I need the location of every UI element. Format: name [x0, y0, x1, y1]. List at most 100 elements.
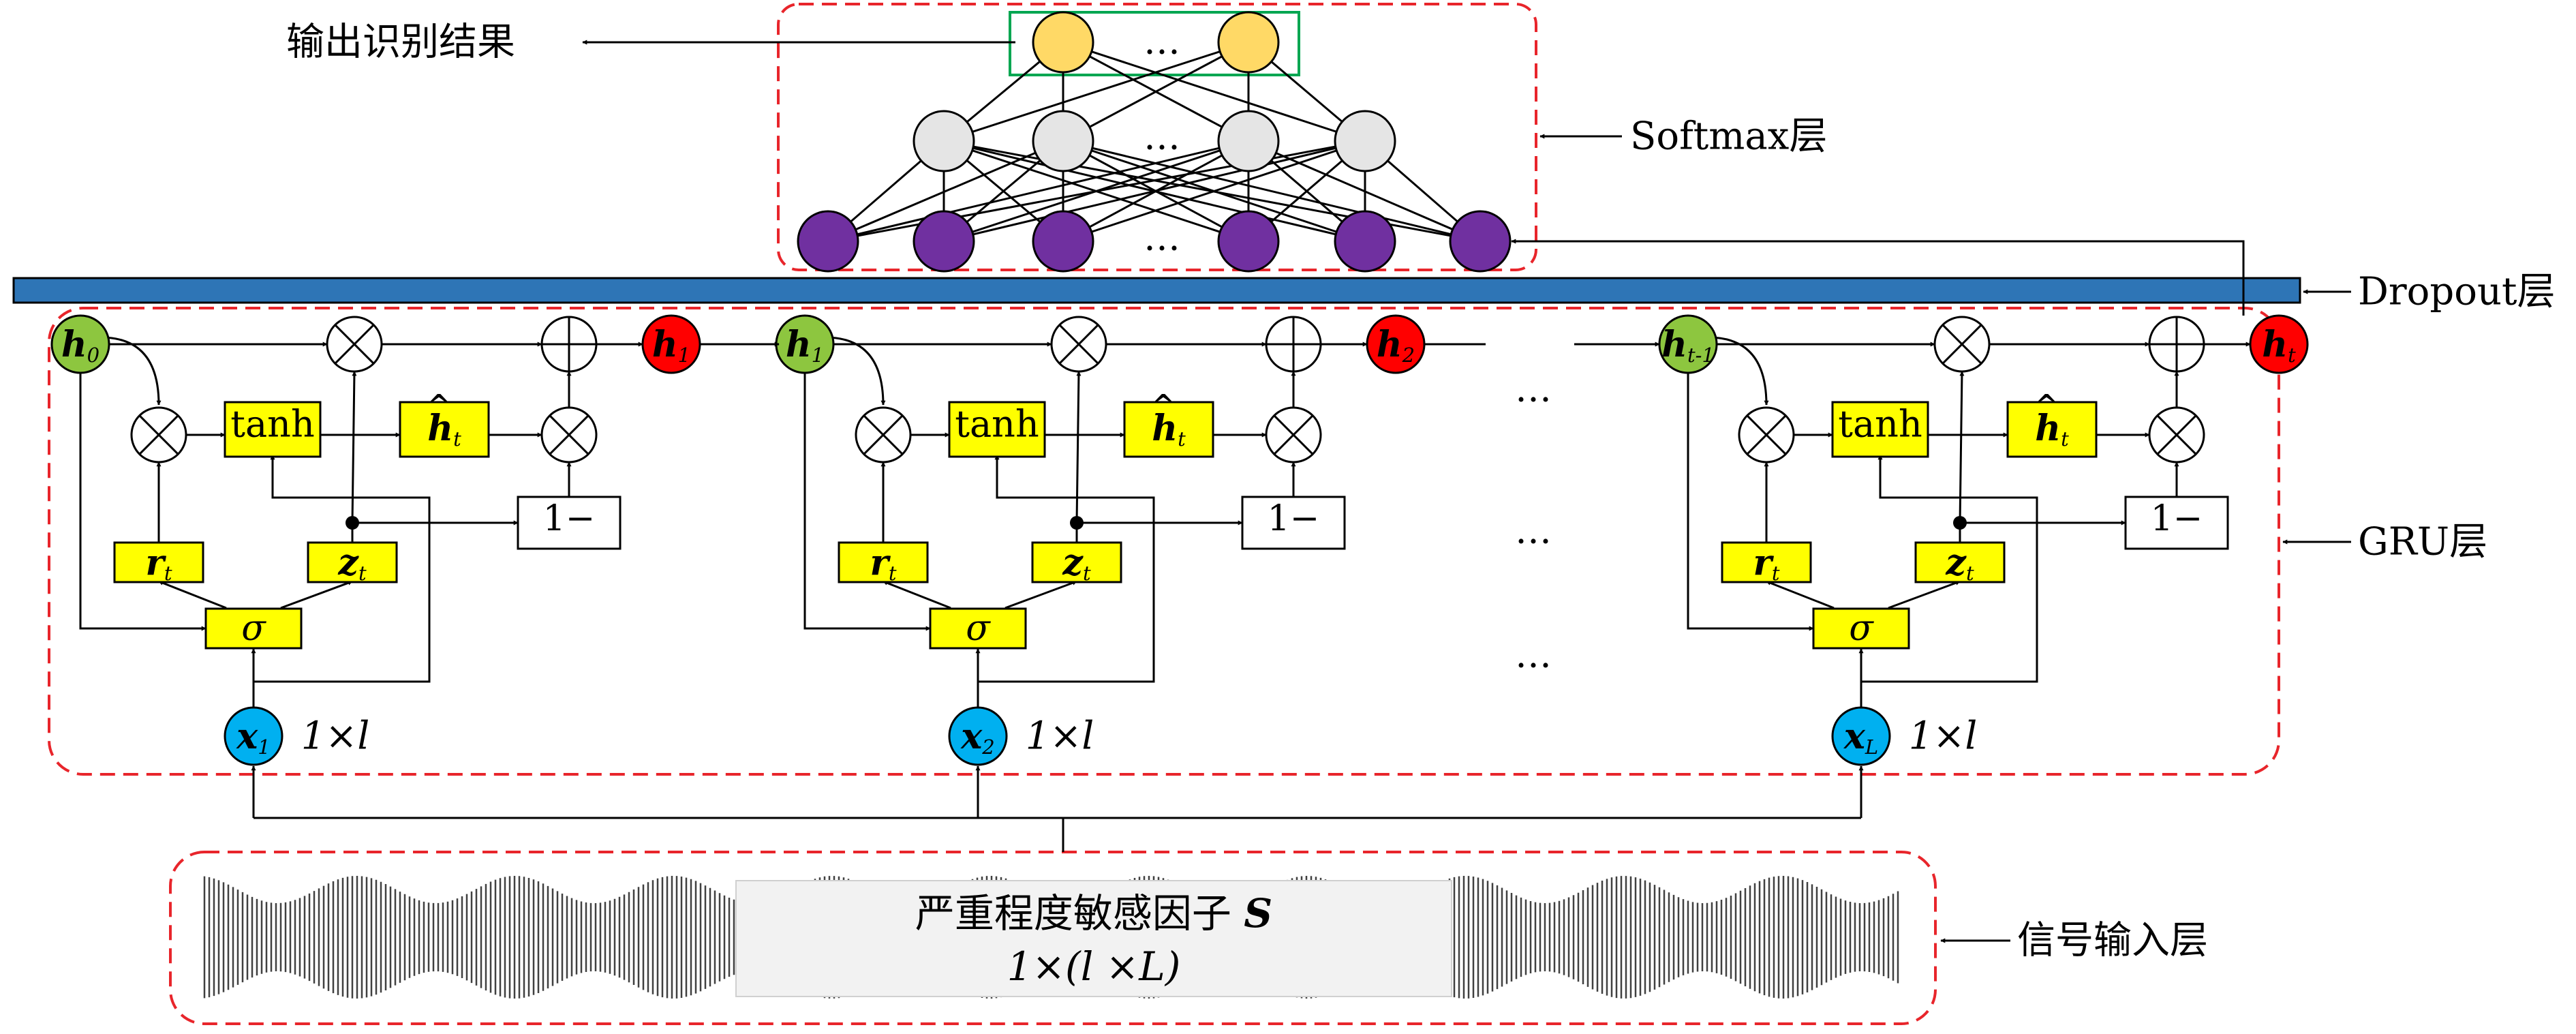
circled-times-icon	[1933, 316, 1991, 373]
ht-to-softmax-path	[1511, 239, 2245, 316]
network-edge	[1062, 41, 1249, 142]
tanh-gate	[948, 401, 1046, 458]
circled-times-icon	[2148, 406, 2205, 463]
update-gate	[1031, 541, 1122, 583]
sigma-gate	[1812, 607, 1910, 650]
input-node	[1449, 210, 1512, 273]
hidden-state-in-label: h0	[61, 324, 99, 367]
hidden-state-out-label: ht	[2262, 324, 2296, 367]
circled-times-icon	[326, 316, 383, 373]
sigma-input-path	[1687, 373, 1814, 631]
ellipsis-label: …	[1144, 216, 1180, 259]
circled-times-icon	[1738, 406, 1795, 463]
sigma-to-z	[1005, 580, 1077, 609]
x-to-tanh-path	[1861, 455, 2038, 683]
gru-layer-box	[48, 307, 2280, 776]
output-result-label: 输出识别结果	[286, 20, 515, 65]
sigma-to-r	[883, 580, 951, 609]
times-stroke	[549, 414, 589, 455]
input-node	[1334, 210, 1396, 273]
network-edge	[827, 140, 1249, 243]
hidden-node	[1217, 110, 1280, 172]
network-edge	[1062, 41, 1366, 142]
sigma-label: σ	[1849, 608, 1874, 649]
circled-times-icon	[1265, 406, 1322, 463]
signal-layer-box	[169, 851, 1937, 1025]
input-x-node	[1831, 706, 1891, 766]
signal-label-box	[735, 880, 1452, 997]
hhat-gate	[399, 401, 490, 458]
circled-times-icon	[855, 406, 912, 463]
circled-times-icon	[130, 406, 187, 463]
one-minus-box	[517, 496, 622, 550]
sigma-to-z	[1888, 580, 1961, 609]
x-to-tanh-path	[254, 455, 431, 683]
sigma-label: σ	[966, 608, 991, 649]
sigma-to-z	[280, 580, 353, 609]
hidden-state-in-label: h1	[786, 324, 824, 367]
times-stroke	[863, 414, 904, 455]
sigma-input-path	[803, 373, 931, 631]
tanh-label: tanh	[1838, 403, 1922, 446]
ellipsis-label: …	[1515, 633, 1552, 676]
hidden-state-in-node	[50, 314, 110, 374]
circled-plus-icon	[2148, 316, 2205, 373]
network-edge	[943, 140, 1481, 243]
one-minus-label: 1−	[2151, 498, 2203, 539]
sigma-to-r	[1766, 580, 1835, 609]
input-node	[1032, 210, 1094, 273]
input-dim-label: 1×l	[1026, 714, 1094, 759]
hhat-label: ht	[1152, 408, 1186, 451]
times-stroke	[1058, 324, 1099, 365]
sigma-gate	[204, 607, 303, 650]
tanh-label: tanh	[955, 403, 1039, 446]
hidden-state-out-node	[2249, 314, 2309, 374]
one-minus-label: 1−	[543, 498, 596, 539]
times-stroke	[1273, 414, 1314, 455]
reset-gate-label: rt	[870, 542, 896, 586]
signal-input: 严重程度敏感因子 S1×(l ×L)	[203, 765, 1899, 999]
hidden-node	[913, 110, 975, 172]
one-minus-box	[2124, 496, 2229, 550]
input-x-label: xL	[1843, 716, 1878, 759]
tanh-gate	[224, 401, 322, 458]
sigma-gate	[929, 607, 1027, 650]
circled-times-icon	[1050, 316, 1107, 373]
network-edge	[943, 41, 1249, 142]
sigma-input-path	[79, 373, 206, 631]
softmax-layer-label: Softmax层	[1630, 115, 1827, 159]
update-gate-label: zt	[1062, 542, 1091, 586]
hhat-gate	[1123, 401, 1214, 458]
hidden-state-in-label: ht-1	[1661, 324, 1715, 367]
one-minus-box	[1241, 496, 1346, 550]
ellipsis-label: …	[1144, 115, 1180, 158]
reset-input-path	[100, 336, 162, 406]
hidden-state-out-label: h1	[652, 324, 690, 367]
update-gate-label: zt	[337, 542, 367, 586]
hhat-label: ht	[427, 408, 461, 451]
times-stroke	[334, 324, 375, 365]
hhat-caret: ^	[427, 389, 450, 421]
input-x-node	[948, 706, 1008, 766]
output-group-box	[1009, 11, 1300, 76]
hidden-node	[1334, 110, 1396, 172]
signal-layer-label: 信号输入层	[2017, 919, 2208, 963]
input-node	[1217, 210, 1280, 273]
update-gate-label: zt	[1945, 542, 1974, 586]
hhat-caret: ^	[1152, 389, 1175, 421]
softmax-layer-box	[777, 3, 1537, 271]
z-to-top-multiply	[1075, 371, 1082, 523]
dropout-bar	[12, 277, 2301, 304]
hidden-node	[1032, 110, 1094, 172]
network-edge	[827, 140, 1064, 243]
reset-input-path	[825, 336, 886, 406]
update-gate	[1914, 541, 2006, 583]
hhat-label: ht	[2035, 408, 2069, 451]
circled-times-icon	[540, 406, 598, 463]
input-dim-label: 1×l	[301, 714, 369, 759]
times-stroke	[2156, 414, 2197, 455]
network-edge	[943, 140, 1366, 243]
